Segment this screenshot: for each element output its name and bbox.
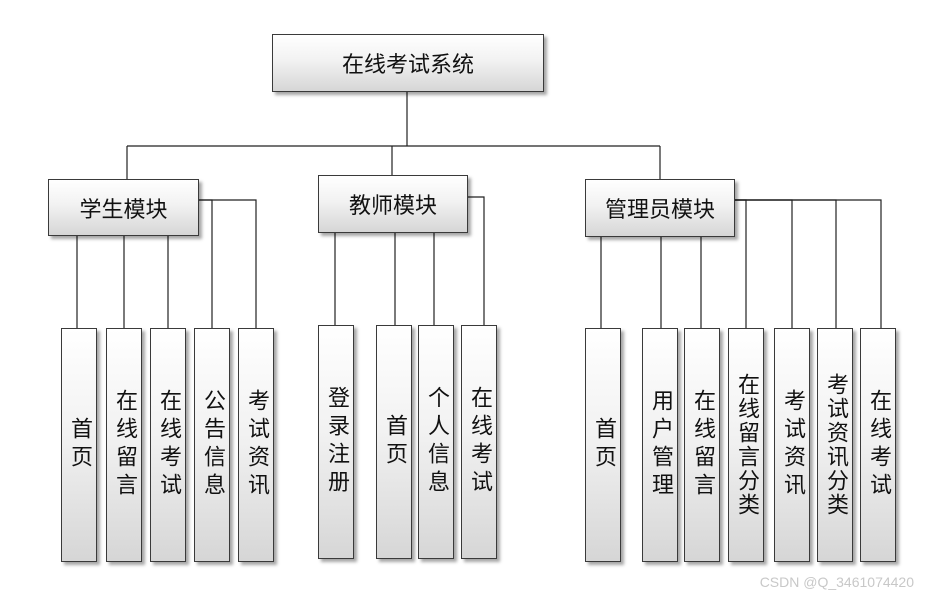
watermark-text: CSDN @Q_3461074420	[759, 574, 914, 590]
admin-leaf: 在线留言分类	[728, 328, 764, 562]
student-leaf: 在线考试	[150, 328, 186, 562]
admin-leaf: 考试资讯分类	[817, 328, 853, 562]
student-module-label: 学生模块	[79, 197, 168, 223]
teacher-module-label: 教师模块	[348, 194, 437, 219]
teacher-module-node: 教师模块	[318, 175, 468, 233]
root-node: 在线考试系统	[272, 34, 544, 92]
admin-leaf: 用户管理	[642, 328, 678, 562]
admin-module-node: 管理员模块	[585, 179, 735, 237]
student-leaf: 在线留言	[106, 328, 142, 562]
teacher-leaf: 登录注册	[318, 325, 354, 559]
admin-leaf: 考试资讯	[774, 328, 810, 562]
student-module-node: 学生模块	[48, 179, 199, 236]
teacher-leaf: 个人信息	[418, 325, 454, 559]
admin-leaf: 在线留言	[684, 328, 720, 562]
teacher-leaf: 在线考试	[461, 325, 497, 559]
root-label: 在线考试系统	[341, 53, 474, 78]
student-leaf: 考试资讯	[238, 328, 274, 562]
student-leaf: 首页	[61, 328, 97, 562]
admin-module-label: 管理员模块	[604, 198, 715, 223]
admin-leaf: 首页	[585, 328, 621, 562]
admin-leaf: 在线考试	[860, 328, 896, 562]
student-leaf: 公告信息	[194, 328, 230, 562]
teacher-leaf: 首页	[376, 325, 412, 559]
